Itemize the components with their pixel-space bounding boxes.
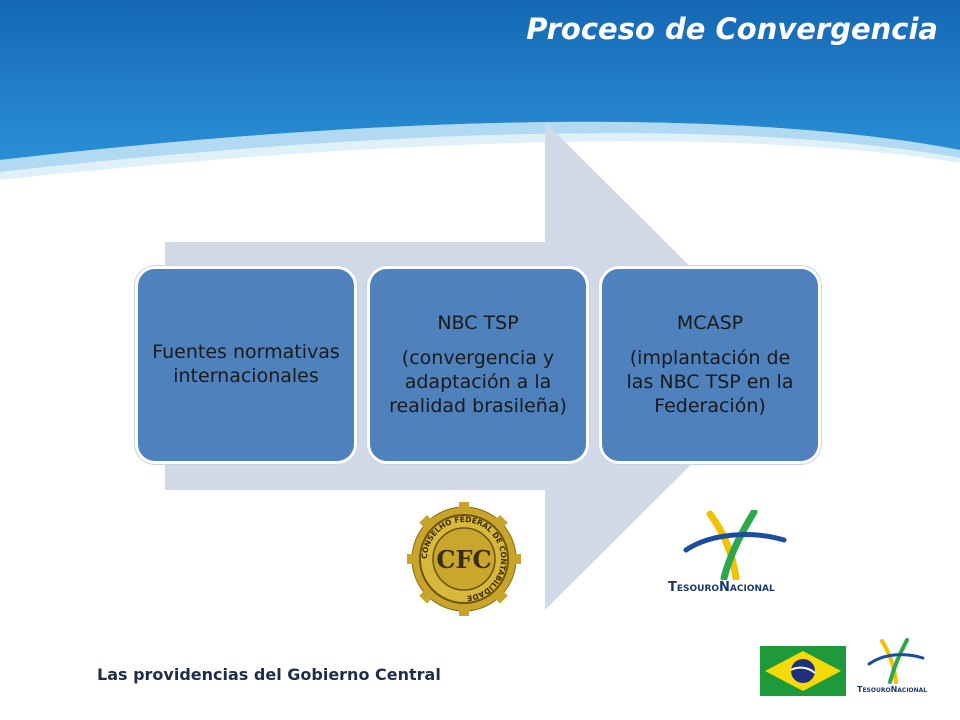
cfc-seal-icon: CONSELHO FEDERAL DE CONTABILIDADE CFC xyxy=(407,502,521,616)
tesouro-nacional-small-logo xyxy=(867,638,925,684)
page-title: Proceso de Convergencia xyxy=(526,12,938,46)
tesouro-nacional-small-text: TesouroNacional xyxy=(857,685,928,694)
tesouro-nacional-logo xyxy=(683,510,787,580)
step-1-text: Fuentes normativas internacionales xyxy=(152,341,340,387)
header-banner xyxy=(0,0,960,180)
step-3-text: (implantación de las NBC TSP en la Feder… xyxy=(626,347,794,417)
tesouro-nacional-text: TesouroNacional xyxy=(668,580,775,595)
step-2-text: (convergencia y adaptación a la realidad… xyxy=(389,347,567,417)
brazil-flag-icon xyxy=(760,646,846,696)
step-2-heading: NBC TSP xyxy=(437,311,519,334)
step-box-3: MCASP (implantación de las NBC TSP en la… xyxy=(599,266,821,464)
footer-text: Las providencias del Gobierno Central xyxy=(97,665,441,684)
step-box-1: Fuentes normativas internacionales xyxy=(135,266,357,464)
step-box-2: NBC TSP (convergencia y adaptación a la … xyxy=(367,266,589,464)
step-3-heading: MCASP xyxy=(676,311,744,334)
cfc-seal-text: CFC xyxy=(436,545,491,574)
